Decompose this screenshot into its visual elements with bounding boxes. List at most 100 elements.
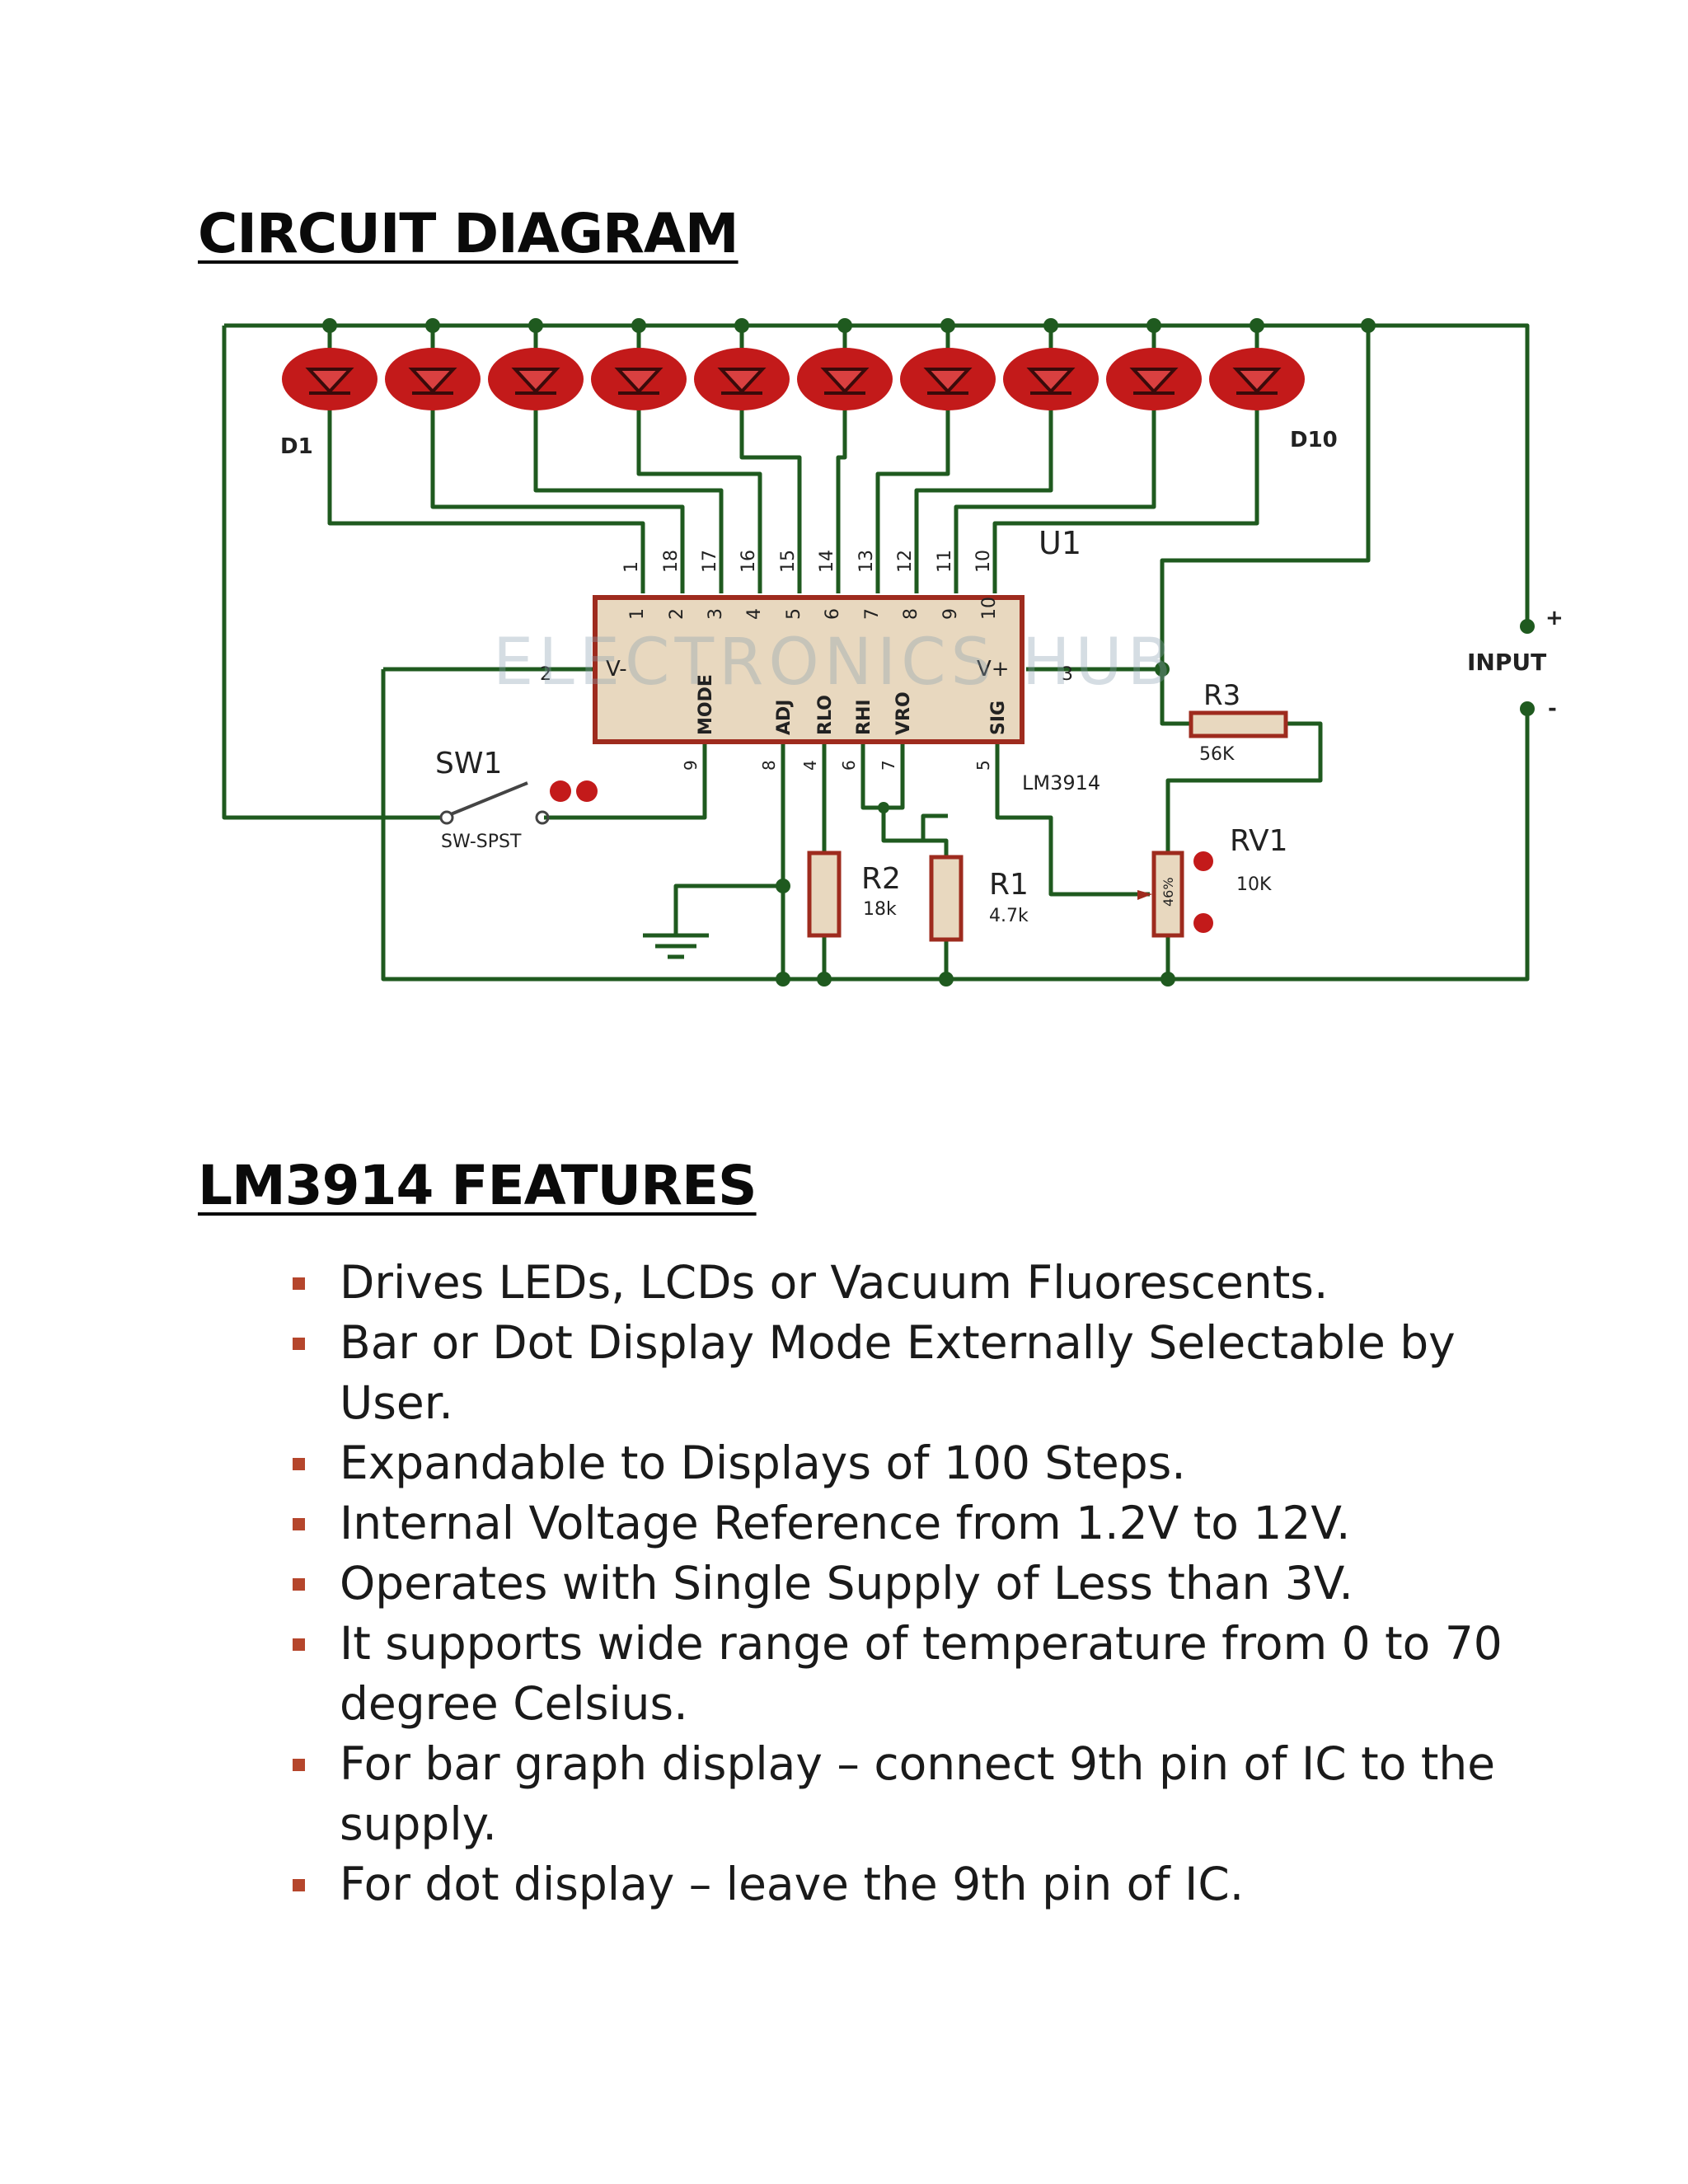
- label-input: INPUT: [1467, 649, 1546, 676]
- heading-circuit-diagram: CIRCUIT DIAGRAM: [198, 202, 739, 265]
- ic-outer-pin-number: 12: [895, 550, 916, 573]
- pin-num-vro: 7: [879, 760, 898, 771]
- led-array: [282, 326, 1305, 410]
- pin-num-mode: 9: [681, 760, 701, 771]
- potentiometer-rv1: [1137, 851, 1213, 938]
- label-rv1: RV1: [1230, 824, 1288, 858]
- ic-pin-number: 6: [823, 608, 843, 620]
- label-rv1-value: 10K: [1236, 874, 1272, 895]
- pin-num-rhi: 6: [839, 760, 859, 771]
- ic-outer-pin-number: 10: [973, 550, 994, 573]
- led-d9: [1106, 326, 1202, 410]
- label-input-minus: -: [1548, 696, 1557, 721]
- ic-outer-pin-number: 1: [621, 561, 642, 573]
- label-rv1-position: 46%: [1160, 877, 1176, 907]
- ic-pin-number: 10: [979, 597, 1000, 620]
- pin-num-rlo: 4: [800, 760, 820, 771]
- label-input-plus: +: [1545, 606, 1564, 630]
- circuit-diagram: D1 D10 U1 LM3914 1 2 3 4 5 6 7 8 9 10 1 …: [222, 318, 1564, 987]
- label-r3: R3: [1203, 679, 1240, 712]
- svg-text:ELECTRONICS HUB: ELECTRONICS HUB: [493, 626, 1176, 700]
- wire-bottom-rail: [381, 669, 1530, 982]
- ic-outer-pin-number: 11: [935, 550, 955, 573]
- ic-outer-pin-number: 13: [856, 550, 877, 573]
- ic-pin-name: RLO: [815, 695, 836, 735]
- ic-pin-name: RHI: [854, 699, 874, 735]
- list-item: Operates with Single Supply of Less than…: [280, 1554, 1566, 1614]
- ic-pin-number: 5: [784, 608, 804, 620]
- ic-pin-number: 4: [744, 608, 765, 620]
- pin-name-vminus: V-: [606, 657, 627, 682]
- ic-pin-number: 2: [667, 608, 687, 620]
- list-item: It supports wide range of temperature fr…: [280, 1614, 1566, 1734]
- wire-ground-link: [673, 883, 783, 935]
- heading-lm3914-features: LM3914 FEATURES: [198, 1154, 757, 1217]
- pin-num-sig: 5: [973, 760, 993, 771]
- list-item: Internal Voltage Reference from 1.2V to …: [280, 1493, 1566, 1554]
- ic-top-outer-pin-numbers: 1 18 17 16 15 14 13 12 11 10: [621, 550, 994, 573]
- wire-left-rail: [222, 326, 441, 820]
- label-r1: R1: [989, 868, 1029, 902]
- list-item: Expandable to Displays of 100 Steps.: [280, 1433, 1566, 1493]
- label-r3-value: 56K: [1199, 744, 1235, 765]
- led-d5: [694, 326, 790, 410]
- wire-rhi-loop: [884, 813, 948, 843]
- label-lm3914: LM3914: [1022, 771, 1100, 794]
- label-u1: U1: [1039, 525, 1081, 561]
- label-r2: R2: [861, 862, 901, 896]
- resistor-r1: [929, 855, 964, 942]
- label-d1: D1: [280, 434, 313, 459]
- ic-pin-name: MODE: [696, 674, 716, 735]
- led-d4: [591, 326, 687, 410]
- led-d7: [900, 326, 996, 410]
- led-d1: [282, 326, 377, 410]
- label-d10: D10: [1290, 428, 1338, 452]
- wire-r3: [1160, 669, 1323, 853]
- wire-sig: [995, 742, 1150, 897]
- label-sw-spst: SW-SPST: [441, 832, 522, 852]
- ic-pin-number: 9: [940, 608, 961, 620]
- led-d6: [797, 326, 893, 410]
- ic-outer-pin-number: 14: [817, 550, 837, 573]
- ic-pin-number: 8: [901, 608, 921, 620]
- led-d3: [488, 326, 584, 410]
- ic-body: [593, 595, 1025, 744]
- led-d8: [1003, 326, 1099, 410]
- pin-name-vplus: V+: [977, 657, 1010, 682]
- features-list: Drives LEDs, LCDs or Vacuum Fluorescents…: [280, 1253, 1566, 1915]
- label-r1-value: 4.7k: [989, 906, 1029, 926]
- pin-num-vminus: 2: [540, 664, 551, 685]
- list-item: For dot display – leave the 9th pin of I…: [280, 1854, 1566, 1915]
- ic-pin-number: 1: [627, 608, 648, 620]
- ic-pin-number: 3: [706, 608, 726, 620]
- ic-outer-pin-number: 17: [700, 550, 720, 573]
- ic-pin-name: SIG: [988, 701, 1009, 735]
- ic-top-pin-numbers: 1 2 3 4 5 6 7 8 9 10: [627, 597, 1000, 620]
- switch-sw1: [439, 780, 598, 825]
- pin-num-vplus: 3: [1062, 664, 1073, 685]
- wire-mode: [544, 742, 707, 820]
- ground-icon: [643, 933, 709, 959]
- led-d10: [1209, 326, 1305, 410]
- led-wires: [327, 375, 1259, 593]
- resistor-r3: [1189, 710, 1288, 738]
- led-d2: [385, 326, 481, 410]
- label-r2-value: 18k: [863, 899, 897, 920]
- ic-pin-number: 7: [862, 608, 883, 620]
- resistor-r2: [807, 851, 842, 938]
- wire-vplus-branch: [1160, 326, 1371, 669]
- pin-num-adj: 8: [759, 760, 779, 771]
- ic-outer-pin-number: 15: [778, 550, 799, 573]
- ic-bottom-pin-names: MODE ADJ RLO RHI VRO SIG: [696, 674, 1009, 735]
- ic-pin-name: ADJ: [774, 700, 795, 735]
- list-item: Drives LEDs, LCDs or Vacuum Fluorescents…: [280, 1253, 1566, 1313]
- ic-outer-pin-number: 16: [738, 550, 759, 573]
- wire-top-rail: [224, 323, 1530, 626]
- label-sw1: SW1: [435, 747, 502, 780]
- list-item: Bar or Dot Display Mode Externally Selec…: [280, 1313, 1566, 1433]
- list-item: For bar graph display – connect 9th pin …: [280, 1734, 1566, 1854]
- junction-dots: [322, 318, 1535, 987]
- watermark: ELECTRONICS HUB: [493, 626, 1176, 700]
- ic-pin-name: VRO: [893, 691, 914, 735]
